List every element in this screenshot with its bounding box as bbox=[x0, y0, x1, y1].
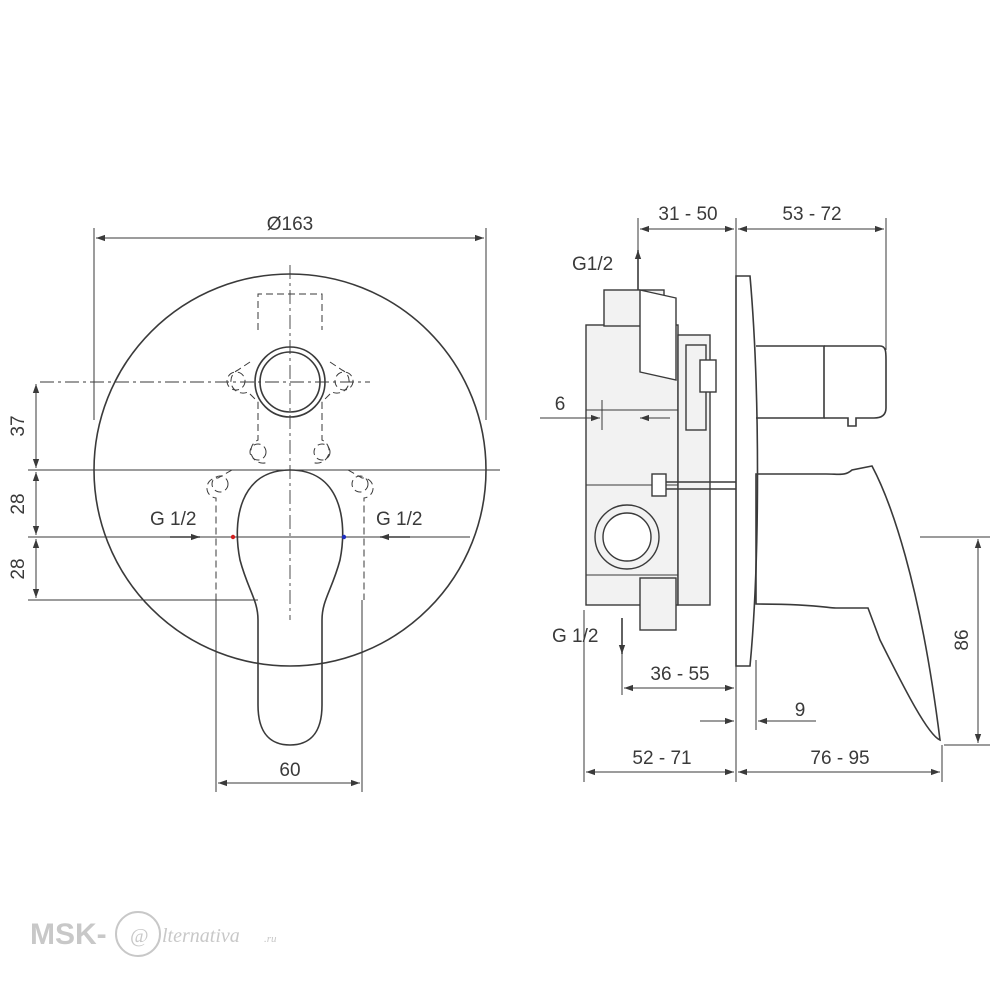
mixer-lever-handle bbox=[236, 469, 344, 746]
hot-marker bbox=[230, 534, 236, 540]
outlet-spout bbox=[756, 345, 825, 419]
front-view: G 1/2 G 1/2 Ø163 37 28 28 60 bbox=[8, 214, 500, 792]
height-label: 86 bbox=[952, 629, 973, 650]
watermark-suffix: lternativa bbox=[162, 925, 240, 947]
top-port-label: G1/2 bbox=[572, 254, 613, 275]
bottom-port-label: G 1/2 bbox=[552, 626, 598, 647]
dim-6-label: 6 bbox=[555, 394, 566, 415]
watermark: MSK- @ lternativa .ru bbox=[30, 911, 277, 957]
diverter-knob-inner bbox=[259, 351, 321, 413]
watermark-at: @ bbox=[130, 925, 148, 947]
dim-28-lower-label: 28 bbox=[8, 558, 29, 579]
watermark-prefix: MSK- bbox=[30, 918, 107, 951]
watermark-domain: .ru bbox=[264, 933, 277, 945]
hidden-valve-body bbox=[206, 293, 374, 600]
lever-handle-side bbox=[755, 465, 941, 742]
bottom-port-housing bbox=[639, 577, 677, 631]
side-inlet-inner bbox=[602, 512, 652, 562]
diverter-knob-outer bbox=[254, 346, 326, 418]
dim-53-72-label: 53 - 72 bbox=[782, 204, 841, 225]
dim-9-label: 9 bbox=[795, 700, 806, 721]
cover-plate bbox=[93, 273, 487, 667]
cover-plate-side bbox=[735, 275, 759, 667]
diameter-label: Ø163 bbox=[267, 214, 313, 235]
dim-28-upper-label: 28 bbox=[8, 493, 29, 514]
outlet-nut bbox=[824, 345, 887, 427]
dim-37-label: 37 bbox=[8, 415, 29, 436]
watermark-at-circle bbox=[115, 911, 161, 957]
top-port-pipe bbox=[639, 289, 677, 381]
rod-nut bbox=[651, 473, 667, 497]
left-inlet-label: G 1/2 bbox=[150, 509, 196, 530]
side-view: G1/2 G 1/2 31 - 50 53 - 72 6 36 - 55 9 5… bbox=[540, 204, 990, 782]
dim-36-55-label: 36 - 55 bbox=[650, 664, 709, 685]
width-label: 60 bbox=[279, 760, 300, 781]
cold-marker bbox=[341, 534, 347, 540]
dim-31-50-label: 31 - 50 bbox=[658, 204, 717, 225]
right-inlet-label: G 1/2 bbox=[376, 509, 422, 530]
dim-76-95-label: 76 - 95 bbox=[810, 748, 869, 769]
dim-52-71-label: 52 - 71 bbox=[632, 748, 691, 769]
diverter-nut bbox=[699, 359, 717, 393]
